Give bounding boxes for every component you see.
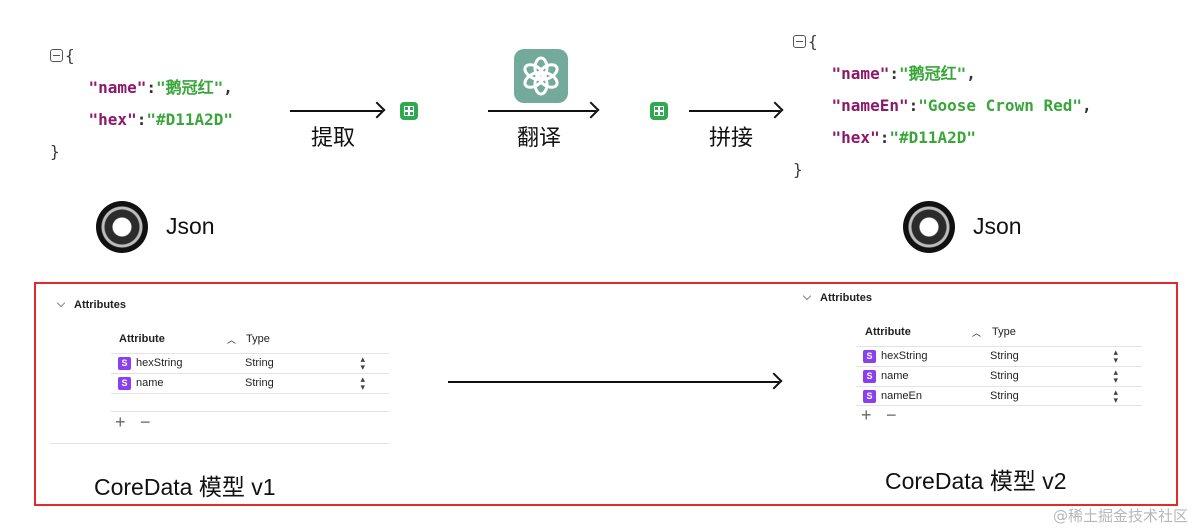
attribute-type[interactable]: String [990, 350, 1019, 362]
table-icon [650, 102, 668, 120]
openai-logo-icon [523, 56, 559, 96]
column-header-attribute[interactable]: Attribute [119, 333, 165, 345]
add-attribute-button[interactable]: + [115, 412, 126, 432]
updown-chevron-icon[interactable]: ▴▾ [360, 374, 365, 392]
remove-attribute-button[interactable]: − [886, 405, 897, 425]
model-v2-label: CoreData 模型 v2 [885, 468, 1067, 494]
table-row[interactable]: S hexString String ▴▾ [856, 346, 1142, 366]
collapse-icon[interactable] [793, 35, 806, 48]
remove-attribute-button[interactable]: − [140, 412, 151, 432]
coredata-comparison-frame [34, 282, 1178, 506]
json-line: "name":"鹅冠红", [831, 64, 976, 83]
attribute-type[interactable]: String [245, 357, 274, 369]
chatgpt-icon [514, 49, 568, 103]
json-left-block: { "name":"鹅冠红", "hex":"#D11A2D" } [50, 40, 233, 168]
step-extract-label: 提取 [311, 126, 356, 151]
attribute-type[interactable]: String [990, 370, 1019, 382]
updown-chevron-icon[interactable]: ▴▾ [1113, 347, 1118, 365]
add-attribute-button[interactable]: + [861, 405, 872, 425]
string-type-badge: S [863, 390, 876, 403]
arrow-migrate [448, 381, 779, 383]
divider [111, 411, 389, 412]
table-icon [400, 102, 418, 120]
json-right-block: { "name":"鹅冠红", "nameEn":"Goose Crown Re… [793, 26, 1092, 186]
attribute-name[interactable]: hexString [136, 357, 183, 369]
column-header-attribute[interactable]: Attribute [865, 326, 911, 338]
attributes-section-title[interactable]: Attributes [802, 291, 872, 304]
string-type-badge: S [118, 357, 131, 370]
watermark: @稀土掘金技术社区 [1052, 507, 1188, 525]
sort-ascending-icon[interactable]: ︿ [972, 328, 982, 338]
column-header-type[interactable]: Type [246, 333, 270, 345]
json-line: "nameEn":"Goose Crown Red", [831, 96, 1092, 115]
json-line: "hex":"#D11A2D" [831, 128, 977, 147]
json-open-brace: { [808, 32, 818, 51]
table-row[interactable]: S hexString String ▴▾ [111, 353, 389, 373]
json-close-brace: } [793, 160, 803, 179]
chevron-down-icon[interactable] [56, 298, 66, 308]
attribute-type[interactable]: String [990, 390, 1019, 402]
string-type-badge: S [863, 370, 876, 383]
attributes-section-title[interactable]: Attributes [56, 298, 126, 311]
collapse-icon[interactable] [50, 49, 63, 62]
json-logo-label: Json [973, 213, 1022, 239]
divider [50, 443, 389, 444]
json-line: "name":"鹅冠红", [88, 78, 233, 97]
updown-chevron-icon[interactable]: ▴▾ [1113, 387, 1118, 405]
sort-ascending-icon[interactable]: ︿ [227, 335, 237, 345]
table-row[interactable]: S nameEn String ▴▾ [856, 386, 1142, 406]
chevron-down-icon[interactable] [802, 291, 812, 301]
arrow-extract [290, 110, 382, 112]
json-open-brace: { [65, 46, 75, 65]
step-concat-label: 拼接 [709, 126, 754, 151]
attribute-name[interactable]: nameEn [881, 390, 922, 402]
json-logo-icon [96, 201, 148, 253]
arrow-translate [488, 110, 596, 112]
string-type-badge: S [863, 350, 876, 363]
step-translate-label: 翻译 [517, 126, 562, 151]
column-header-type[interactable]: Type [992, 326, 1016, 338]
updown-chevron-icon[interactable]: ▴▾ [1113, 367, 1118, 385]
json-logo-label: Json [166, 213, 215, 239]
model-v1-label: CoreData 模型 v1 [94, 474, 276, 500]
table-row[interactable]: S name String ▴▾ [856, 366, 1142, 386]
json-logo-icon [903, 201, 955, 253]
json-line: "hex":"#D11A2D" [88, 110, 234, 129]
json-close-brace: } [50, 142, 60, 161]
divider [111, 393, 389, 394]
attribute-name[interactable]: name [136, 377, 164, 389]
divider [856, 405, 1142, 406]
attribute-name[interactable]: name [881, 370, 909, 382]
attribute-name[interactable]: hexString [881, 350, 928, 362]
updown-chevron-icon[interactable]: ▴▾ [360, 354, 365, 372]
string-type-badge: S [118, 377, 131, 390]
attribute-type[interactable]: String [245, 377, 274, 389]
table-row[interactable]: S name String ▴▾ [111, 373, 389, 393]
arrow-concat [689, 110, 780, 112]
